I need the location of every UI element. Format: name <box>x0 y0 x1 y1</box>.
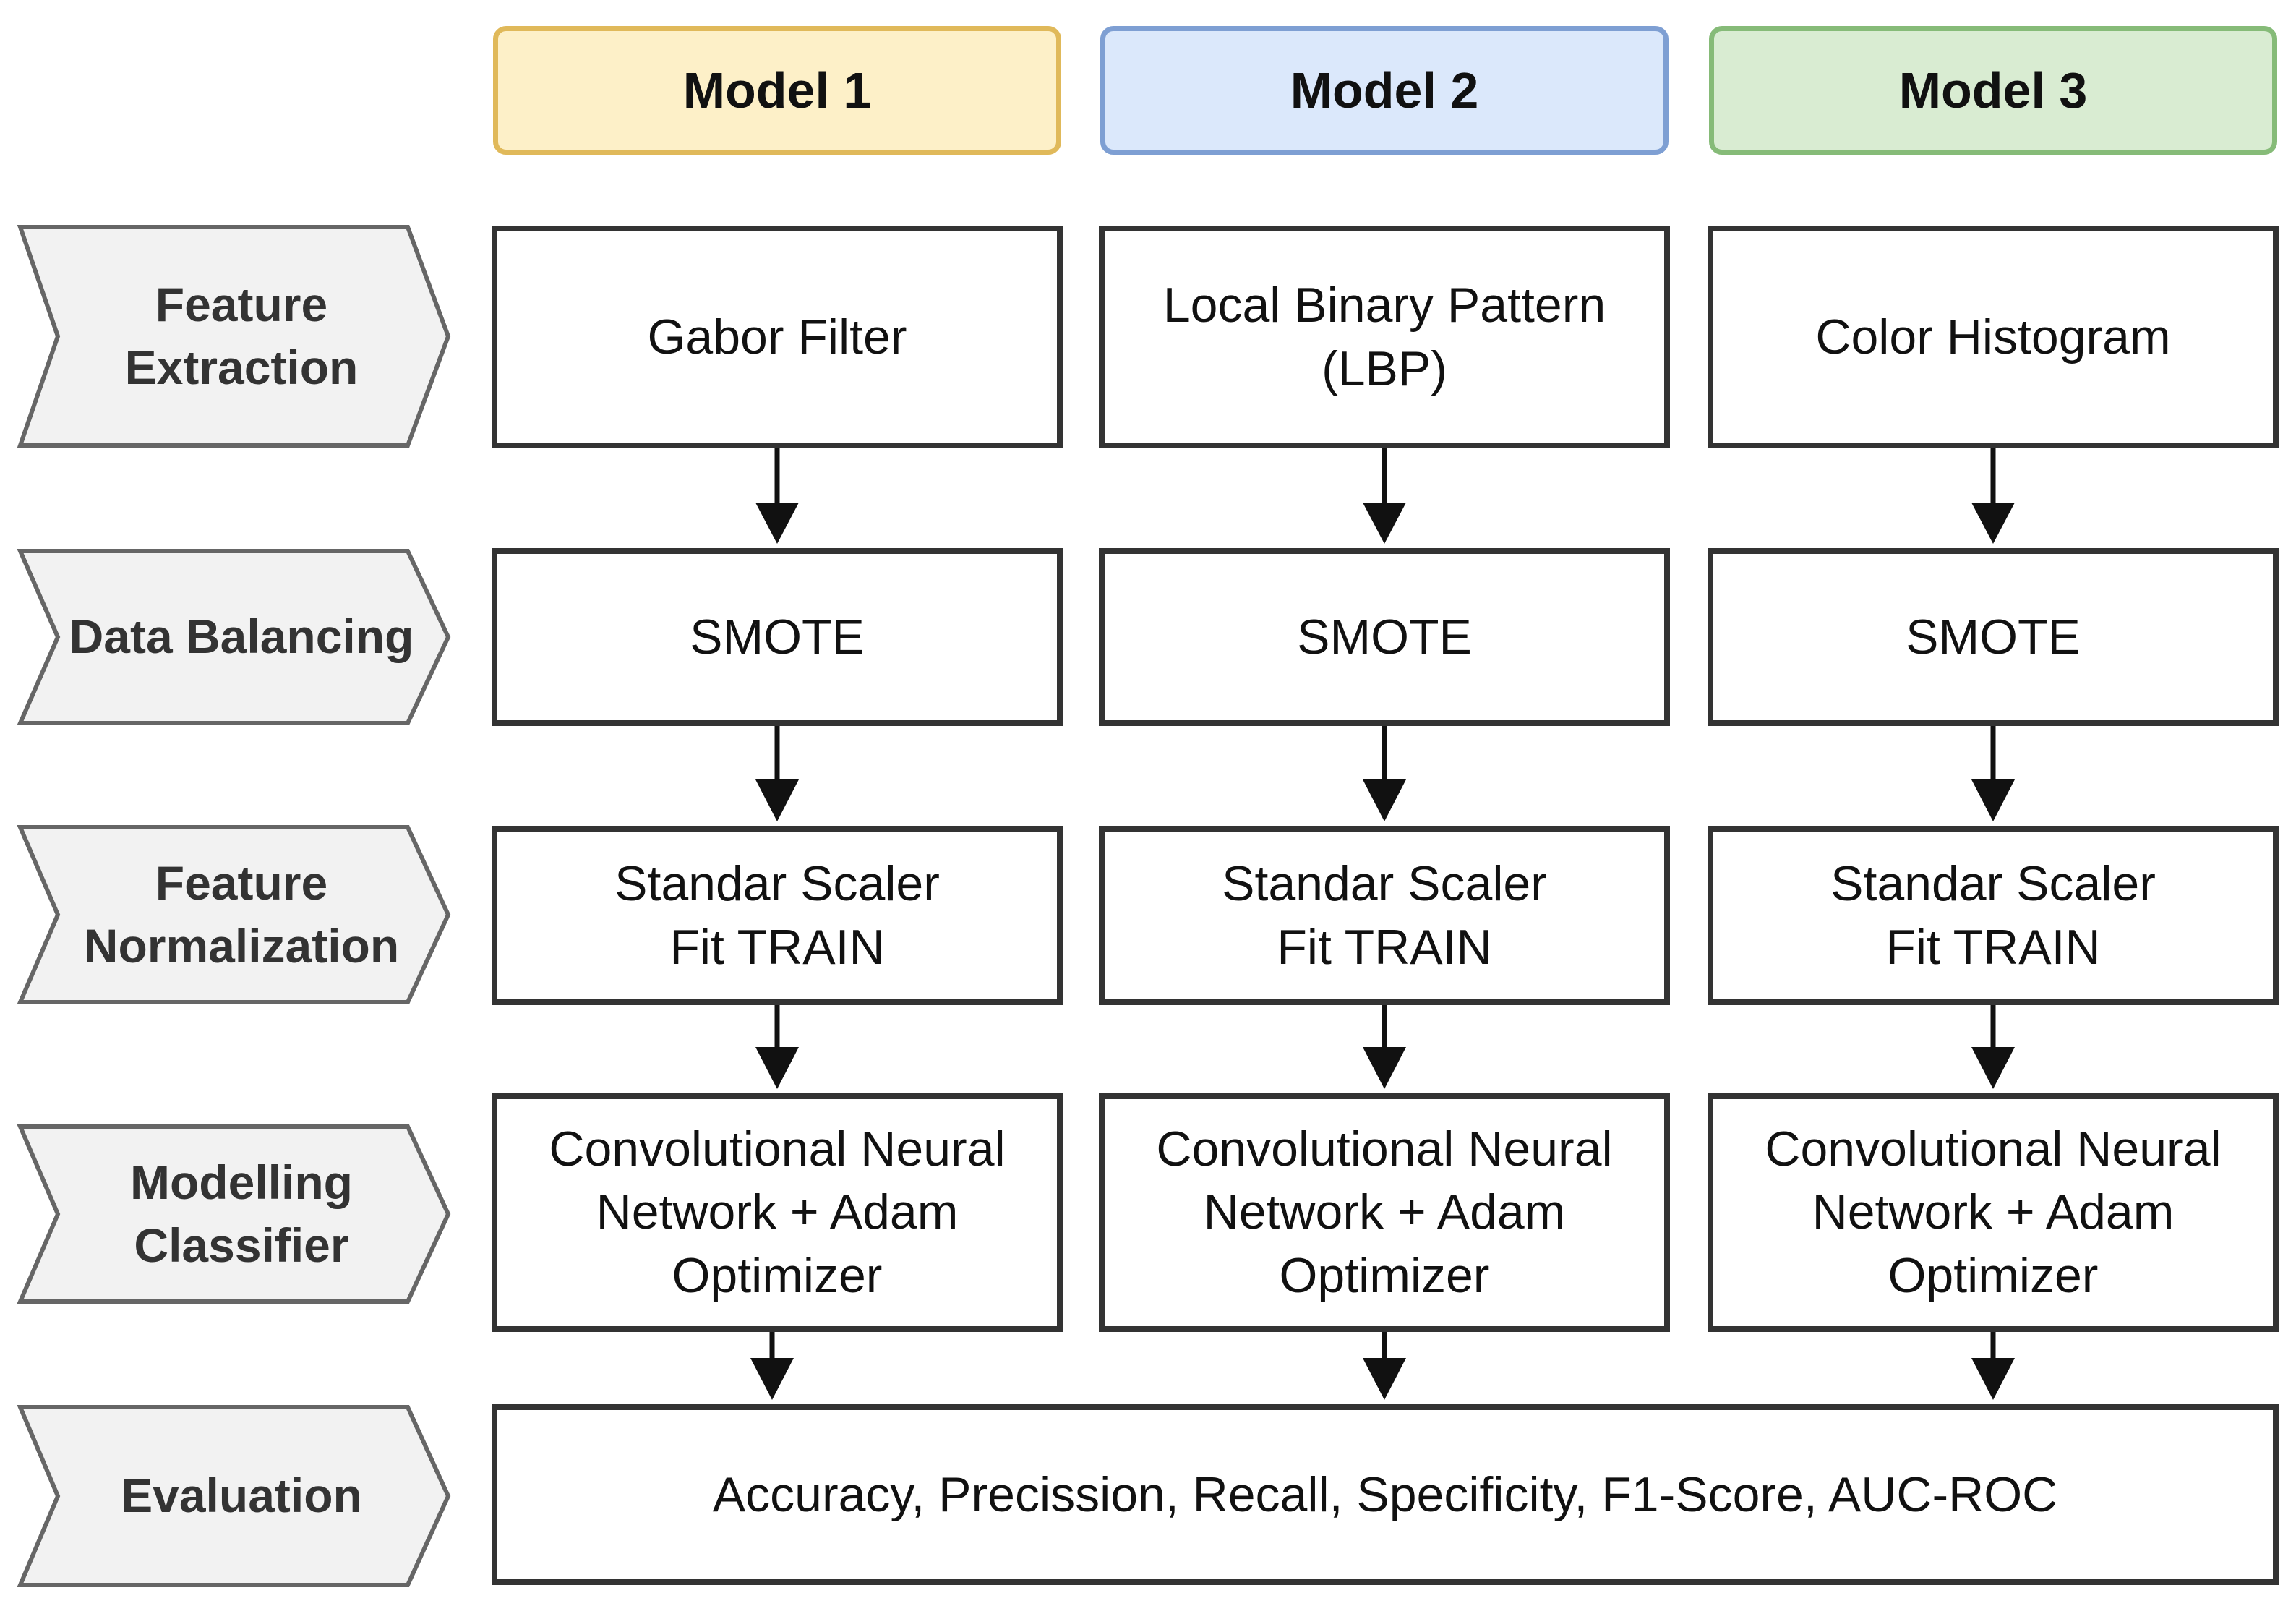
chevron-shape <box>17 825 451 1004</box>
chevron-shape <box>17 549 451 725</box>
data-balancing-model-2: SMOTE <box>1099 548 1670 726</box>
feature-normalization-model-1: Standar Scaler Fit TRAIN <box>492 826 1063 1005</box>
step-text: SMOTE <box>690 609 865 665</box>
arrow-model-2-extraction-to-balancing <box>1363 448 1406 544</box>
model-2-header: Model 2 <box>1100 26 1669 155</box>
feature-extraction-model-2: Local Binary Pattern (LBP) <box>1099 226 1670 448</box>
step-text: SMOTE <box>1906 609 2081 665</box>
step-text: Standar Scaler Fit TRAIN <box>1830 855 2156 975</box>
classifier-model-3: Convolutional Neural Network + Adam Opti… <box>1708 1093 2279 1332</box>
arrow-model-3-normalization-to-classifier <box>1971 1005 2015 1089</box>
step-text: Convolutional Neural Network + Adam Opti… <box>1156 1122 1613 1303</box>
model-2-label: Model 2 <box>1290 62 1479 119</box>
arrow-model-2-balancing-to-normalization <box>1363 726 1406 821</box>
chevron-shape <box>17 225 451 448</box>
feature-normalization-model-3: Standar Scaler Fit TRAIN <box>1708 826 2279 1005</box>
step-text: Color Histogram <box>1815 309 2171 364</box>
feature-normalization-model-2: Standar Scaler Fit TRAIN <box>1099 826 1670 1005</box>
stage-evaluation: Evaluation <box>17 1404 451 1588</box>
feature-extraction-model-3: Color Histogram <box>1708 226 2279 448</box>
step-text: Local Binary Pattern (LBP) <box>1162 277 1606 396</box>
data-balancing-model-1: SMOTE <box>492 548 1063 726</box>
stage-feature-normalization: Feature Normalization <box>17 824 451 1005</box>
stage-label: Feature Normalization <box>83 855 400 973</box>
arrow-model-1-balancing-to-normalization <box>755 726 799 821</box>
data-balancing-model-3: SMOTE <box>1708 548 2279 726</box>
arrow-model-3-extraction-to-balancing <box>1971 448 2015 544</box>
classifier-model-2: Convolutional Neural Network + Adam Opti… <box>1099 1093 1670 1332</box>
arrow-model-2-classifier-to-evaluation <box>1363 1332 1406 1400</box>
arrow-model-2-normalization-to-classifier <box>1363 1005 1406 1089</box>
arrow-model-1-extraction-to-balancing <box>755 448 799 544</box>
stage-data-balancing: Data Balancing <box>17 548 451 726</box>
stage-label: Data Balancing <box>69 610 414 664</box>
model-1-header: Model 1 <box>493 26 1061 155</box>
evaluation-text: Accuracy, Precission, Recall, Specificit… <box>712 1466 2058 1522</box>
stage-modelling-classifier: Modelling Classifier <box>17 1124 451 1304</box>
model-1-label: Model 1 <box>682 62 872 119</box>
arrow-model-3-classifier-to-evaluation <box>1971 1332 2015 1400</box>
model-3-label: Model 3 <box>1898 62 2088 119</box>
stage-label: Feature Extraction <box>124 277 359 394</box>
step-text: Standar Scaler Fit TRAIN <box>614 855 940 975</box>
step-text: Standar Scaler Fit TRAIN <box>1222 855 1547 975</box>
chevron-shape <box>17 1124 451 1304</box>
step-text: SMOTE <box>1297 609 1472 665</box>
evaluation-metrics-box: Accuracy, Precission, Recall, Specificit… <box>492 1404 2279 1585</box>
stage-label: Modelling Classifier <box>130 1155 353 1272</box>
stage-feature-extraction: Feature Extraction <box>17 224 451 448</box>
model-3-header: Model 3 <box>1709 26 2277 155</box>
arrow-model-3-balancing-to-normalization <box>1971 726 2015 821</box>
arrow-model-1-classifier-to-evaluation <box>750 1332 794 1400</box>
stage-label: Evaluation <box>121 1469 362 1523</box>
feature-extraction-model-1: Gabor Filter <box>492 226 1063 448</box>
step-text: Convolutional Neural Network + Adam Opti… <box>1765 1122 2222 1303</box>
classifier-model-1: Convolutional Neural Network + Adam Opti… <box>492 1093 1063 1332</box>
chevron-shape <box>17 1405 451 1587</box>
step-text: Convolutional Neural Network + Adam Opti… <box>549 1122 1006 1303</box>
step-text: Gabor Filter <box>647 309 907 364</box>
arrow-model-1-normalization-to-classifier <box>755 1005 799 1089</box>
